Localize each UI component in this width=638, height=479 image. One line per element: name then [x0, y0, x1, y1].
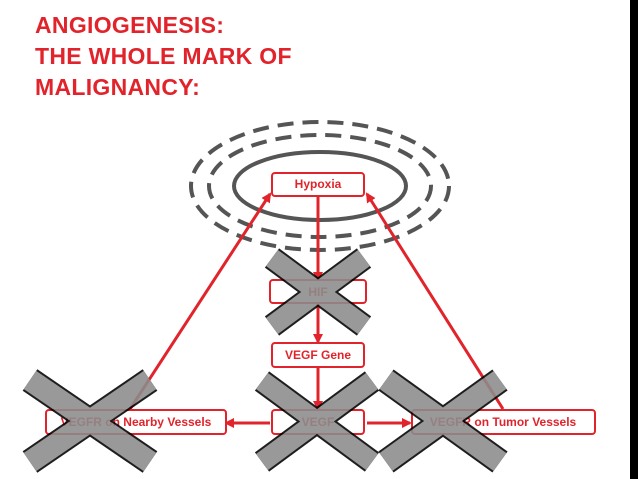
outer-dashed-ring: [189, 120, 451, 252]
block-cross-vegfr-tumor: [378, 369, 508, 473]
block-cross-vegf: [254, 371, 380, 472]
block-cross-vegfr-nearby: [22, 369, 158, 473]
slide-title: ANGIOGENESIS: THE WHOLE MARK OF MALIGNAN…: [35, 10, 292, 103]
hypoxia-label: Hypoxia: [295, 177, 342, 191]
slide-side-bar: [630, 0, 638, 479]
inner-solid-ring: [232, 150, 408, 222]
middle-dashed-ring: [207, 133, 433, 239]
title-line-3: MALIGNANCY:: [35, 74, 201, 100]
block-cross-hif: [264, 248, 372, 336]
arrow-vegfr-tumor-to-hypoxia: [365, 192, 505, 410]
pathway-arrows: [128, 192, 505, 428]
title-line-2: THE WHOLE MARK OF: [35, 43, 292, 69]
vegf-gene-label: VEGF Gene: [285, 348, 351, 362]
arrow-vegfr-nearby-to-hypoxia: [128, 192, 272, 410]
node-vegf-gene: VEGF Gene: [271, 342, 365, 368]
node-hypoxia: Hypoxia: [271, 172, 365, 197]
title-line-1: ANGIOGENESIS:: [35, 12, 225, 38]
hypoxia-rings: [189, 120, 451, 252]
